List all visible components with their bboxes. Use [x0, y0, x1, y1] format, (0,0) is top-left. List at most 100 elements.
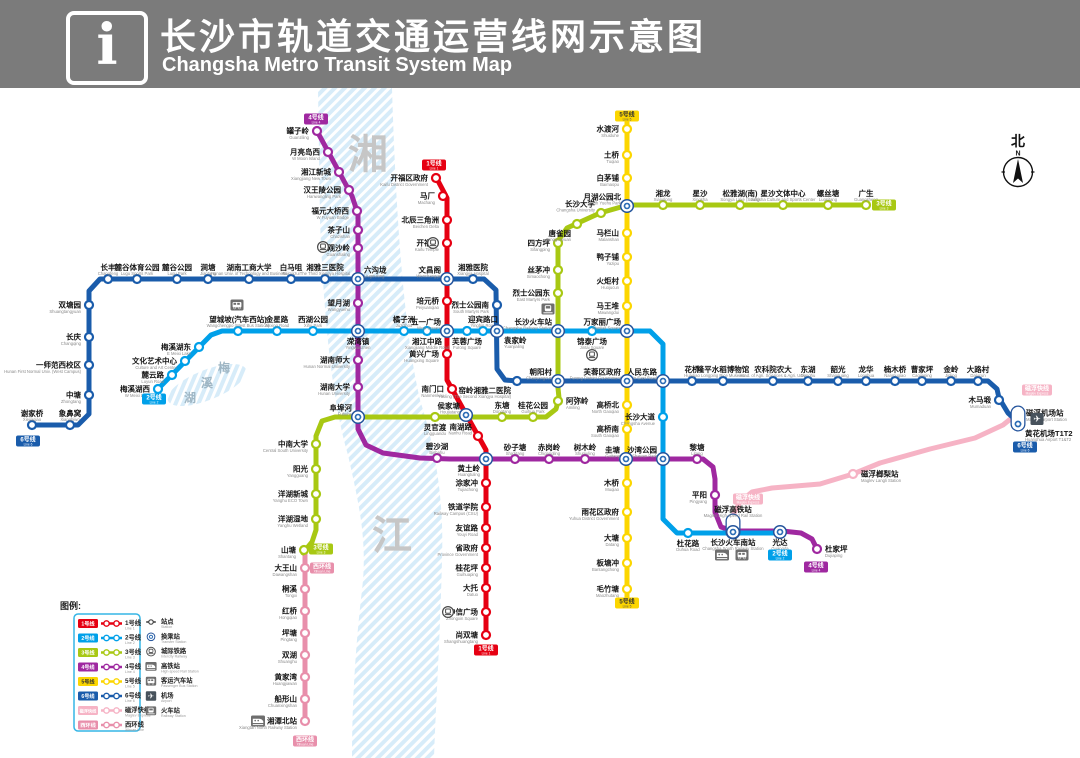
svg-text:红桥: 红桥	[282, 606, 297, 616]
svg-text:白马咀: 白马咀	[280, 262, 303, 272]
svg-text:Xiangya Hospital: Xiangya Hospital	[457, 271, 488, 276]
svg-text:溁湾镇: 溁湾镇	[347, 336, 370, 346]
svg-text:Amiling: Amiling	[566, 405, 580, 410]
svg-text:土桥: 土桥	[604, 150, 619, 160]
svg-text:Renmin East Road: Renmin East Road	[622, 376, 658, 381]
svg-text:Maglev Airport Station: Maglev Airport Station	[1026, 417, 1068, 422]
svg-text:Chaoyangcun: Chaoyangcun	[526, 376, 553, 381]
svg-text:六沟垅: 六沟垅	[364, 265, 387, 275]
svg-text:麓谷公园: 麓谷公园	[161, 262, 192, 272]
svg-text:培元桥: 培元桥	[417, 296, 440, 306]
svg-text:Line 6: Line 6	[24, 443, 33, 447]
svg-text:Yanghu Wetland: Yanghu Wetland	[277, 523, 308, 528]
svg-text:2号线: 2号线	[146, 394, 161, 402]
svg-text:Dalucun: Dalucun	[970, 373, 986, 378]
svg-text:磁浮高铁站: 磁浮高铁站	[714, 504, 752, 514]
svg-text:长沙火车南站: 长沙火车南站	[711, 537, 756, 547]
svg-text:谢家桥: 谢家桥	[21, 408, 44, 418]
svg-text:Shazitang: Shazitang	[506, 451, 525, 456]
svg-text:Jiantang: Jiantang	[200, 271, 217, 276]
svg-text:Xiangbiwo: Xiangbiwo	[60, 417, 80, 422]
transfer-icon	[443, 327, 451, 335]
svg-text:3号线: 3号线	[313, 544, 328, 552]
svg-text:迎宾路口: 迎宾路口	[468, 314, 498, 324]
svg-text:麓云路: 麓云路	[141, 370, 165, 380]
svg-text:省政府: 省政府	[455, 543, 479, 553]
svg-text:Acad. of Agri. Sciences & Agri: Acad. of Agri. Sciences & Agri. Univ.	[740, 373, 807, 378]
svg-text:Shuiduhe: Shuiduhe	[601, 133, 619, 138]
svg-text:Zhongxin Square: Zhongxin Square	[446, 616, 479, 621]
svg-text:星沙: 星沙	[693, 188, 708, 198]
svg-text:中塘: 中塘	[66, 390, 81, 400]
svg-text:Hunan University: Hunan University	[318, 391, 351, 396]
svg-text:Xiejiaqiao: Xiejiaqiao	[23, 417, 42, 422]
svg-text:4号线: 4号线	[808, 562, 823, 570]
bus-icon	[145, 676, 157, 686]
intercity-icon	[585, 348, 599, 362]
svg-text:Litang: Litang	[691, 451, 703, 456]
svg-text:✈: ✈	[1033, 414, 1041, 424]
transfer-icon	[148, 634, 154, 639]
svg-text:Line 3: Line 3	[125, 656, 135, 660]
dumbbell-interchange	[1010, 405, 1026, 432]
svg-text:Huangtuling: Huangtuling	[458, 472, 481, 477]
svg-text:Chigangling: Chigangling	[538, 451, 561, 456]
svg-text:罐子岭: 罐子岭	[286, 126, 310, 136]
svg-text:Lugu Sports Park: Lugu Sports Park	[121, 271, 154, 276]
svg-text:Line 4: Line 4	[312, 121, 321, 125]
svg-text:船形山: 船形山	[275, 694, 298, 704]
svg-text:Xingsha Culture and Sports Cen: Xingsha Culture and Sports Center	[751, 197, 817, 202]
svg-text:鸭子铺: 鸭子铺	[597, 252, 620, 262]
svg-text:2号线: 2号线	[125, 633, 142, 642]
svg-text:Chuanxingshan: Chuanxingshan	[268, 703, 298, 708]
svg-text:Central South University: Central South University	[263, 448, 309, 453]
svg-text:Guangsheng: Guangsheng	[854, 197, 879, 202]
svg-text:马厂: 马厂	[420, 192, 435, 201]
svg-text:Simaochong: Simaochong	[527, 274, 551, 279]
svg-text:Jinxing Road: Jinxing Road	[265, 323, 290, 328]
svg-text:Xiangjiang Middle Road: Xiangjiang Middle Road	[405, 345, 450, 350]
svg-text:桂花公园: 桂花公园	[517, 400, 548, 410]
svg-text:西环线: 西环线	[313, 563, 331, 571]
svg-text:长丰: 长丰	[101, 262, 116, 272]
svg-text:福元大桥西: 福元大桥西	[311, 206, 350, 216]
